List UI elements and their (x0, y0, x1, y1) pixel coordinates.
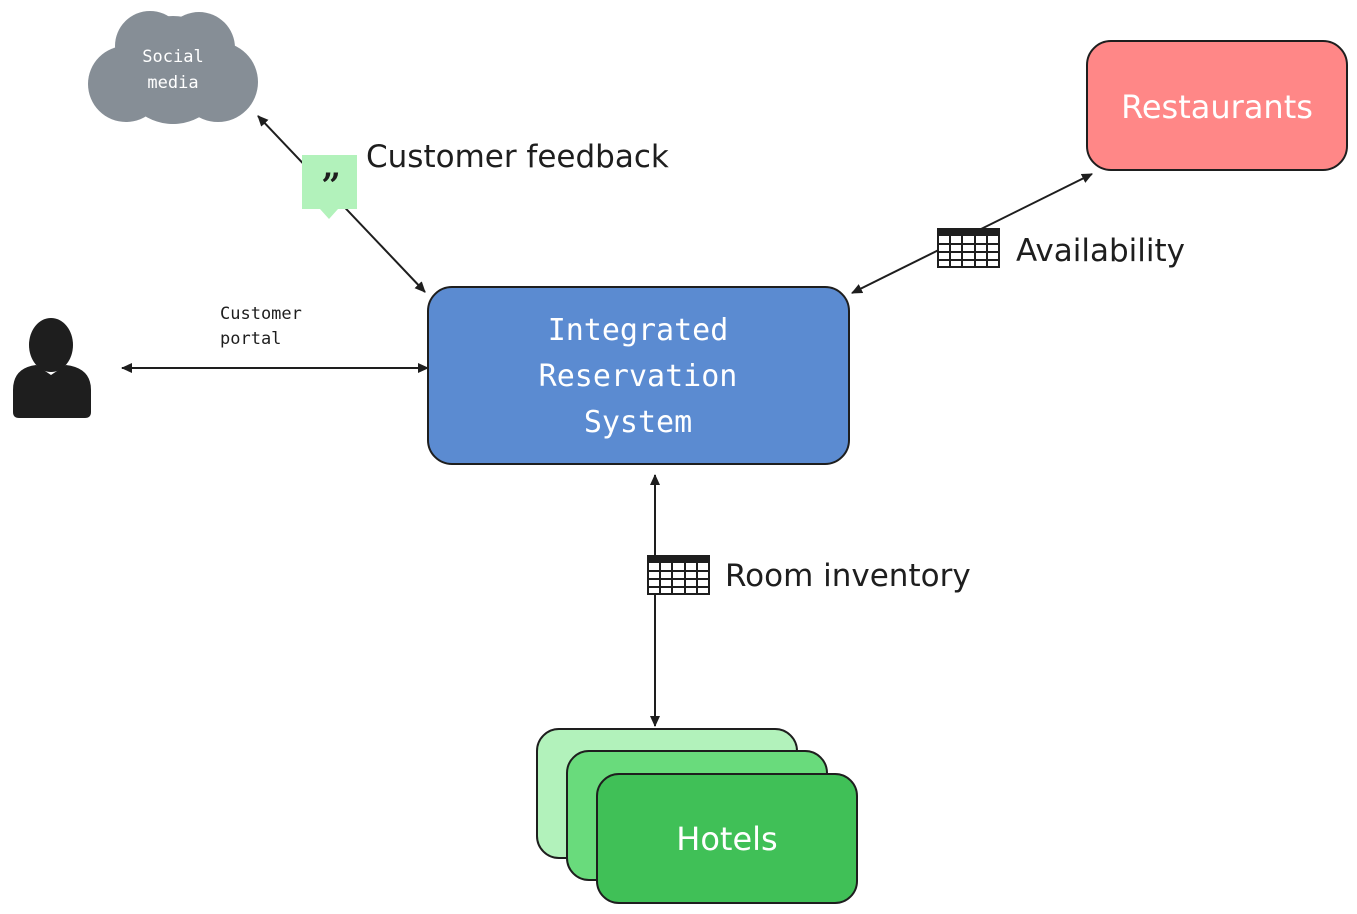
social-media-label-line2: media (147, 73, 198, 93)
customer-portal-label-line2: portal (220, 329, 281, 349)
customer-feedback-edge-label: ” Customer feedback (302, 139, 669, 219)
availability-label: Availability (1016, 233, 1185, 269)
hotels-label: Hotels (676, 820, 777, 858)
room-inventory-edge-label: Room inventory (647, 555, 971, 595)
table-icon (937, 228, 1000, 268)
customer-portal-label-line1: Customer (220, 304, 302, 324)
social-media-label-line1: Social (142, 47, 203, 67)
quote-icon: ” (302, 155, 357, 219)
reservation-system-label-line3: System (584, 405, 692, 440)
customer-feedback-label: Customer feedback (366, 139, 669, 175)
customer-portal-edge-label: Customer portal (220, 304, 302, 349)
reservation-system-node[interactable]: Integrated Reservation System (427, 286, 850, 465)
reservation-system-label-line1: Integrated (548, 313, 729, 348)
room-inventory-label: Room inventory (725, 558, 971, 594)
table-icon (647, 555, 710, 595)
restaurants-label: Restaurants (1121, 88, 1313, 126)
social-media-node[interactable]: Social media (88, 11, 258, 124)
cloud-icon (88, 11, 258, 124)
hotels-node[interactable]: Hotels (536, 728, 858, 904)
svg-text:”: ” (321, 166, 341, 206)
customer-node[interactable] (13, 318, 91, 418)
restaurants-node[interactable]: Restaurants (1086, 40, 1348, 171)
availability-edge-label: Availability (937, 228, 1185, 269)
reservation-system-label-line2: Reservation (539, 359, 738, 394)
hotels-card-front (596, 773, 858, 904)
person-icon (13, 318, 91, 418)
